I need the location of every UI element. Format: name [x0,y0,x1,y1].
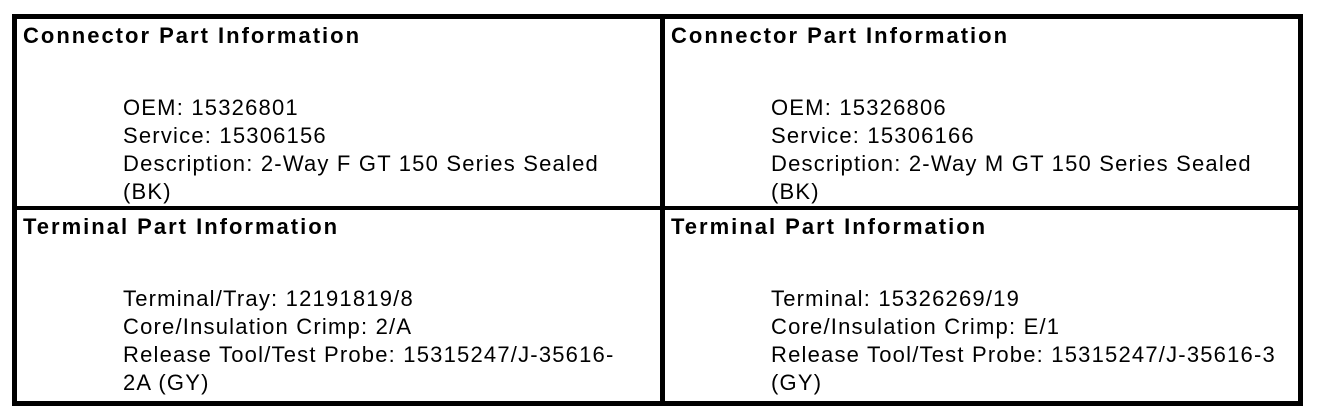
terminal-line: Terminal: 15326269/19 [771,286,1021,311]
connector-part-info-cell-left: Connector Part Information OEM: 15326801… [17,19,665,210]
cell-heading: Connector Part Information [671,23,1010,48]
description-line: Description: 2-Way M GT 150 Series Seale… [771,151,1252,176]
service-line: Service: 15306156 [123,123,327,148]
cell-heading: Terminal Part Information [671,214,988,239]
description-line: Description: 2-Way F GT 150 Series Seale… [123,151,599,176]
cell-body: Terminal/Tray: 12191819/8 Core/Insulatio… [123,285,654,397]
part-information-table: Connector Part Information OEM: 15326801… [12,14,1303,406]
release-tool-line-continued: 2A (GY) [123,370,210,395]
crimp-line: Core/Insulation Crimp: 2/A [123,314,413,339]
connector-part-info-cell-right: Connector Part Information OEM: 15326806… [665,19,1298,210]
cell-body: Terminal: 15326269/19 Core/Insulation Cr… [771,285,1292,397]
service-line: Service: 15306166 [771,123,975,148]
cell-heading: Connector Part Information [23,23,362,48]
description-line-continued: (BK) [771,179,820,204]
release-tool-line-continued: (GY) [771,370,823,395]
oem-line: OEM: 15326801 [123,95,299,120]
terminal-part-info-cell-left: Terminal Part Information Terminal/Tray:… [17,210,665,401]
crimp-line: Core/Insulation Crimp: E/1 [771,314,1061,339]
description-line-continued: (BK) [123,179,172,204]
cell-body: OEM: 15326806 Service: 15306166 Descript… [771,94,1292,206]
release-tool-line: Release Tool/Test Probe: 15315247/J-3561… [123,342,615,367]
terminal-part-info-cell-right: Terminal Part Information Terminal: 1532… [665,210,1298,401]
oem-line: OEM: 15326806 [771,95,947,120]
release-tool-line: Release Tool/Test Probe: 15315247/J-3561… [771,342,1276,367]
terminal-line: Terminal/Tray: 12191819/8 [123,286,414,311]
cell-body: OEM: 15326801 Service: 15306156 Descript… [123,94,654,206]
cell-heading: Terminal Part Information [23,214,340,239]
